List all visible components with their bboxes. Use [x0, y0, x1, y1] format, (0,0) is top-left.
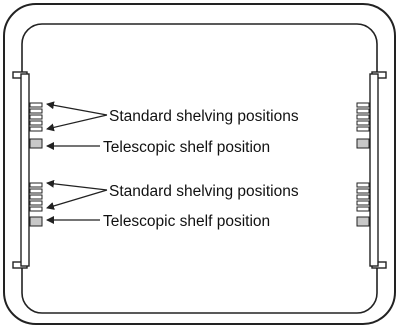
- right-lower-telescopic-runner: [356, 216, 370, 227]
- left-lower-standard-runners: [29, 182, 43, 212]
- right-upper-standard-runners: [356, 102, 370, 132]
- right-shelf-rail: [369, 71, 387, 269]
- right-upper-telescopic-runner: [356, 138, 370, 149]
- left-upper-standard-runners: [29, 102, 43, 132]
- callout-arrows: [46, 101, 108, 224]
- left-upper-telescopic-runner: [29, 138, 43, 149]
- right-lower-standard-runners: [356, 182, 370, 212]
- arrow-upper-standard-top: [46, 101, 108, 116]
- left-shelf-rail: [12, 71, 30, 269]
- label-upper-standard-shelving: Standard shelving positions: [109, 108, 299, 125]
- arrow-upper-standard-bottom: [46, 114, 108, 132]
- oven-outer-frame: [3, 3, 396, 325]
- arrow-lower-standard-bottom: [46, 189, 108, 210]
- label-upper-telescopic-shelf: Telescopic shelf position: [103, 139, 270, 156]
- left-lower-telescopic-runner: [29, 216, 43, 227]
- arrow-lower-standard-top: [46, 179, 108, 191]
- label-lower-standard-shelving: Standard shelving positions: [109, 183, 299, 200]
- oven-inner-cavity: [21, 23, 378, 314]
- label-lower-telescopic-shelf: Telescopic shelf position: [103, 213, 270, 230]
